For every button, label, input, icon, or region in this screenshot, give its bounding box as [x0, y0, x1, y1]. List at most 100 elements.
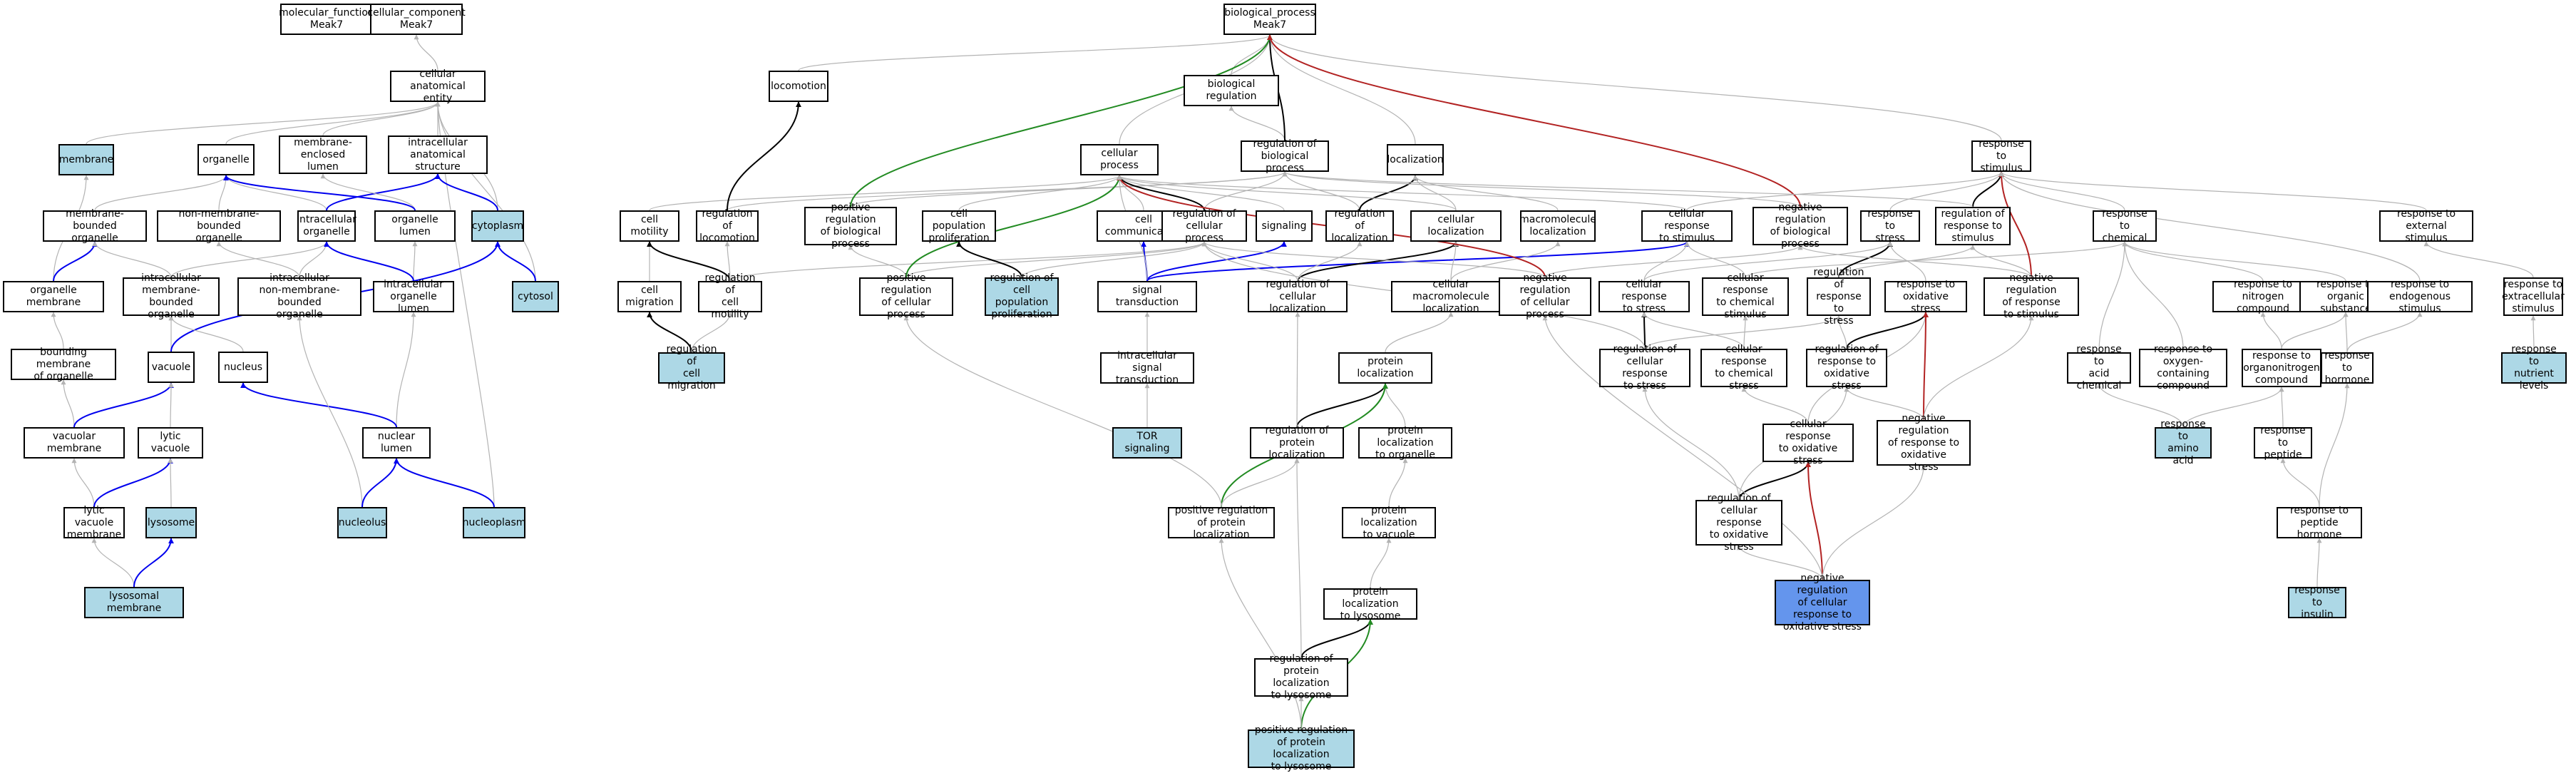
node-response-to-chemical[interactable]: response to chemical — [2093, 208, 2157, 244]
node-response-to-stress[interactable]: response to stress — [1860, 208, 1920, 244]
node-protein-localization-to-lysosome[interactable]: protein localization to lysosome — [1323, 586, 1417, 622]
node-cellular-response-to-chemical-stimulus[interactable]: cellular response to chemical stimulus — [1702, 272, 1789, 320]
node-regulation-of-response-to-oxidative-stress[interactable]: regulation of response to oxidative stre… — [1806, 344, 1887, 391]
node-cytoplasm[interactable]: cytoplasm — [471, 210, 524, 242]
node-nuclear-lumen[interactable]: nuclear lumen — [362, 427, 431, 459]
node-vacuolar-membrane[interactable]: vacuolar membrane — [24, 427, 125, 459]
node-membrane-enclosed-lumen[interactable]: membrane-enclosed lumen — [279, 135, 367, 174]
node-response-to-endogenous-stimulus[interactable]: response to endogenous stimulus — [2367, 279, 2473, 314]
node-biological-process[interactable]: biological_process Meak7 — [1223, 4, 1316, 35]
node-non-membrane-bounded-organelle[interactable]: non-membrane-bounded organelle — [157, 208, 281, 244]
node-cellular-response-to-oxidative-stress[interactable]: cellular response to oxidative stress — [1762, 419, 1854, 466]
node-cellular-process[interactable]: cellular process — [1080, 144, 1159, 175]
node-negative-regulation-of-response-to-oxidative-stress[interactable]: negative regulation of response to oxida… — [1877, 413, 1971, 473]
node-localization[interactable]: localization — [1387, 144, 1444, 175]
node-organelle-membrane[interactable]: organelle membrane — [3, 281, 104, 312]
node-signaling[interactable]: signaling — [1256, 210, 1313, 242]
node-cytosol[interactable]: cytosol — [512, 281, 559, 312]
node-regulation-of-cellular-response-to-oxidative-stress[interactable]: regulation of cellular response to oxida… — [1695, 493, 1782, 553]
node-response-to-peptide-hormone[interactable]: response to peptide hormone — [2277, 505, 2362, 541]
node-response-to-oxidative-stress[interactable]: response to oxidative stress — [1884, 279, 1967, 314]
node-regulation-of-biological-process[interactable]: regulation of biological process — [1241, 138, 1329, 174]
node-cell-motility[interactable]: cell motility — [620, 210, 679, 242]
node-response-to-acid-chemical[interactable]: response to acid chemical — [2067, 344, 2131, 391]
node-cellular-response-to-chemical-stress[interactable]: cellular response to chemical stress — [1700, 344, 1787, 391]
node-cellular-response-to-stimulus[interactable]: cellular response to stimulus — [1641, 208, 1733, 244]
node-response-to-external-stimulus[interactable]: response to external stimulus — [2379, 208, 2473, 244]
node-regulation-of-cell-motility[interactable]: regulation of cell motility — [698, 272, 762, 320]
node-response-to-insulin[interactable]: response to insulin — [2288, 585, 2346, 620]
node-regulation-of-cell-migration[interactable]: regulation of cell migration — [658, 344, 725, 391]
node-response-to-organonitrogen-compound[interactable]: response to organonitrogen compound — [2242, 349, 2321, 387]
node-negative-regulation-of-cellular-response-to-oxidative-stress[interactable]: negative regulation of cellular response… — [1775, 573, 1870, 633]
node-intracellular-anatomical-structure[interactable]: intracellular anatomical structure — [388, 135, 488, 174]
node-protein-localization-to-organelle[interactable]: protein localization to organelle — [1358, 425, 1452, 461]
node-macromolecule-localization[interactable]: macromolecule localization — [1519, 210, 1596, 242]
node-response-to-stimulus[interactable]: response to stimulus — [1971, 138, 2031, 174]
node-lytic-vacuole[interactable]: lytic vacuole — [138, 427, 203, 459]
node-cell-population-proliferation[interactable]: cell population proliferation — [922, 208, 996, 244]
node-cell-migration[interactable]: cell migration — [617, 281, 682, 312]
node-membrane[interactable]: membrane — [58, 144, 114, 175]
node-membrane-bounded-organelle[interactable]: membrane-bounded organelle — [43, 208, 147, 244]
node-positive-regulation-of-cellular-process[interactable]: positive regulation of cellular process — [859, 272, 953, 320]
node-regulation-of-localization[interactable]: regulation of localization — [1325, 208, 1394, 244]
node-response-to-nutrient-levels[interactable]: response to nutrient levels — [2501, 344, 2567, 391]
node-response-to-extracellular-stimulus[interactable]: response to extracellular stimulus — [2502, 277, 2565, 316]
node-regulation-of-locomotion[interactable]: regulation of locomotion — [696, 208, 759, 244]
node-regulation-of-protein-localization[interactable]: regulation of protein localization — [1250, 425, 1344, 461]
node-cellular-component[interactable]: cellular_component Meak7 — [367, 4, 466, 35]
node-negative-regulation-of-response-to-stimulus[interactable]: negative regulation of response to stimu… — [1984, 272, 2079, 320]
node-vacuole[interactable]: vacuole — [148, 352, 195, 383]
node-intracellular-organelle-lumen[interactable]: intracellular organelle lumen — [373, 279, 454, 314]
node-cellular-anatomical-entity[interactable]: cellular anatomical entity — [390, 68, 486, 104]
node-biological-regulation[interactable]: biological regulation — [1184, 75, 1279, 106]
node-protein-localization-to-vacuole[interactable]: protein localization to vacuole — [1342, 505, 1436, 541]
node-regulation-of-cellular-response-to-stress[interactable]: regulation of cellular response to stres… — [1599, 344, 1690, 391]
node-nucleus[interactable]: nucleus — [218, 352, 268, 383]
node-intracellular-non-membrane-bounded-organelle[interactable]: intracellular non-membrane-bounded organ… — [237, 272, 361, 320]
node-regulation-of-cell-population-proliferation[interactable]: regulation of cell population proliferat… — [985, 272, 1059, 320]
node-intracellular-organelle[interactable]: intracellular organelle — [297, 210, 356, 242]
edge-nucleolus-is_a-inmbo — [297, 315, 363, 508]
node-regulation-of-cellular-process[interactable]: regulation of cellular process — [1161, 208, 1247, 244]
edge-rtacid-is_a-rtchem — [2098, 241, 2128, 353]
node-regulation-of-protein-localization-to-lysosome[interactable]: regulation of protein localization to ly… — [1254, 653, 1348, 701]
edge-protlocvac-is_a-protlocorg — [1388, 458, 1408, 508]
edge-crtchemstress-is_a-crtstress — [1641, 312, 1745, 349]
node-cellular-response-to-stress[interactable]: cellular response to stress — [1599, 279, 1690, 314]
node-response-to-oxygen-containing-compound[interactable]: response to oxygen-containing compound — [2139, 344, 2227, 391]
node-response-to-amino-acid[interactable]: response to amino acid — [2155, 419, 2212, 466]
node-lytic-vacuole-membrane[interactable]: lytic vacuole membrane — [63, 505, 125, 541]
edge-iol-part_of-intorg — [324, 241, 414, 282]
node-nucleoplasm[interactable]: nucleoplasm — [463, 507, 525, 538]
node-positive-regulation-of-protein-localization-to-lysosome[interactable]: positive regulation of protein localizat… — [1248, 725, 1355, 772]
node-response-to-peptide[interactable]: response to peptide — [2254, 425, 2312, 461]
node-positive-regulation-of-biological-process[interactable]: positive regulation of biological proces… — [804, 202, 897, 250]
node-nucleolus[interactable]: nucleolus — [337, 507, 387, 538]
node-cellular-macromolecule-localization[interactable]: cellular macromolecule localization — [1391, 279, 1511, 314]
node-locomotion[interactable]: locomotion — [769, 71, 828, 102]
node-regulation-of-cellular-localization[interactable]: regulation of cellular localization — [1248, 279, 1348, 314]
node-tor-signaling[interactable]: TOR signaling — [1112, 427, 1182, 459]
node-cellular-localization[interactable]: cellular localization — [1410, 210, 1502, 242]
node-organelle-lumen[interactable]: organelle lumen — [374, 210, 456, 242]
node-intracellular-signal-transduction[interactable]: intracellular signal transduction — [1100, 350, 1194, 386]
node-regulation-of-response-to-stimulus[interactable]: regulation of response to stimulus — [1935, 207, 2011, 245]
node-regulation-of-response-to-stress[interactable]: regulation of response to stress — [1807, 267, 1871, 327]
node-bounding-membrane-of-organelle[interactable]: bounding membrane of organelle — [11, 347, 116, 382]
node-organelle[interactable]: organelle — [197, 144, 255, 175]
node-negative-regulation-of-cellular-process[interactable]: negative regulation of cellular process — [1499, 272, 1591, 320]
edge-regrtox-is_a-regrtstress — [1836, 315, 1847, 349]
node-lysosome[interactable]: lysosome — [145, 507, 197, 538]
node-negative-regulation-of-biological-process[interactable]: negative regulation of biological proces… — [1753, 202, 1848, 250]
node-signal-transduction[interactable]: signal transduction — [1097, 281, 1197, 312]
node-response-to-hormone[interactable]: response to hormone — [2321, 350, 2374, 386]
node-lysosomal-membrane[interactable]: lysosomal membrane — [84, 587, 184, 618]
node-molecular-function[interactable]: molecular_function Meak7 — [279, 4, 374, 35]
node-response-to-nitrogen-compound[interactable]: response to nitrogen compound — [2212, 279, 2314, 314]
node-intracellular-membrane-bounded-organelle[interactable]: intracellular membrane-bounded organelle — [123, 272, 220, 320]
edge-mbo-is_a-organelle — [94, 175, 229, 211]
node-protein-localization[interactable]: protein localization — [1338, 352, 1432, 384]
node-positive-regulation-of-protein-localization[interactable]: positive regulation of protein localizat… — [1168, 505, 1275, 541]
